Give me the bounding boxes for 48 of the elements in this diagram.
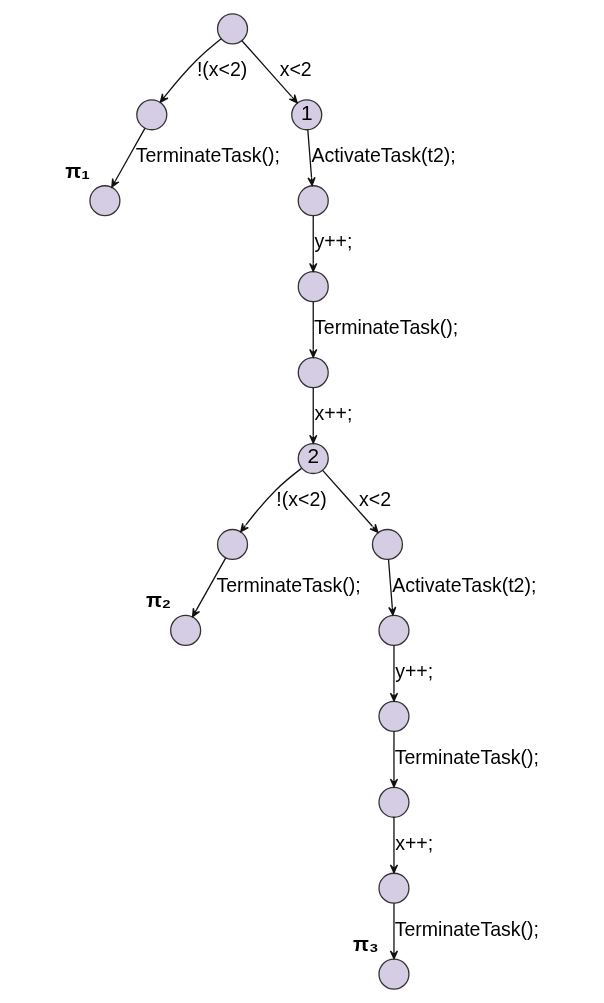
node-circle — [297, 271, 329, 303]
node-circle — [371, 528, 403, 561]
arrow — [110, 127, 146, 188]
edge-label: x++; — [394, 831, 433, 854]
arrow — [308, 301, 317, 358]
edge-label: ActivateTask(t2); — [310, 144, 456, 167]
arrow — [191, 557, 226, 618]
edge-label: x<2 — [358, 488, 391, 511]
arrow — [389, 644, 398, 702]
arrow — [308, 215, 317, 272]
edge-label: TerminateTask(); — [313, 316, 458, 339]
node-label: π₃ — [352, 932, 379, 956]
node-circle — [216, 13, 248, 45]
edge-label: ActivateTask(t2); — [391, 573, 536, 596]
node-circle: 1 — [290, 99, 322, 131]
node-circle — [88, 185, 121, 217]
node-circle — [377, 614, 410, 646]
arrow — [308, 387, 317, 444]
node-circle — [297, 185, 329, 217]
arrow — [159, 38, 222, 103]
node-circle — [377, 958, 410, 990]
arrow — [389, 902, 398, 960]
node-label: π₂ — [145, 588, 171, 612]
edge-label: TerminateTask(); — [394, 917, 539, 940]
node-circle — [135, 99, 167, 131]
arrow — [387, 558, 396, 616]
node-circle — [377, 872, 410, 904]
edge-label: TerminateTask(); — [135, 144, 280, 167]
node-circle: 2 — [297, 442, 329, 475]
edge-label: y++; — [313, 230, 352, 253]
arrow — [389, 816, 398, 874]
edge-label: !(x<2) — [275, 488, 327, 511]
arrow — [240, 40, 298, 104]
arrow — [306, 129, 316, 186]
node-circle — [377, 786, 410, 818]
arrow — [389, 730, 398, 788]
edge-label: x++; — [313, 402, 352, 425]
node-label: π₁ — [64, 158, 90, 182]
arrow — [239, 467, 302, 533]
edge-label: !(x<2) — [196, 58, 247, 81]
node-circle — [377, 700, 410, 732]
edge-label: y++; — [394, 659, 433, 682]
node-circle — [169, 614, 201, 646]
edge-label: TerminateTask(); — [394, 745, 539, 768]
edge-label: TerminateTask(); — [215, 573, 361, 596]
node-circle — [297, 357, 329, 389]
edge-label: x<2 — [279, 58, 312, 81]
node-circle — [216, 528, 248, 561]
